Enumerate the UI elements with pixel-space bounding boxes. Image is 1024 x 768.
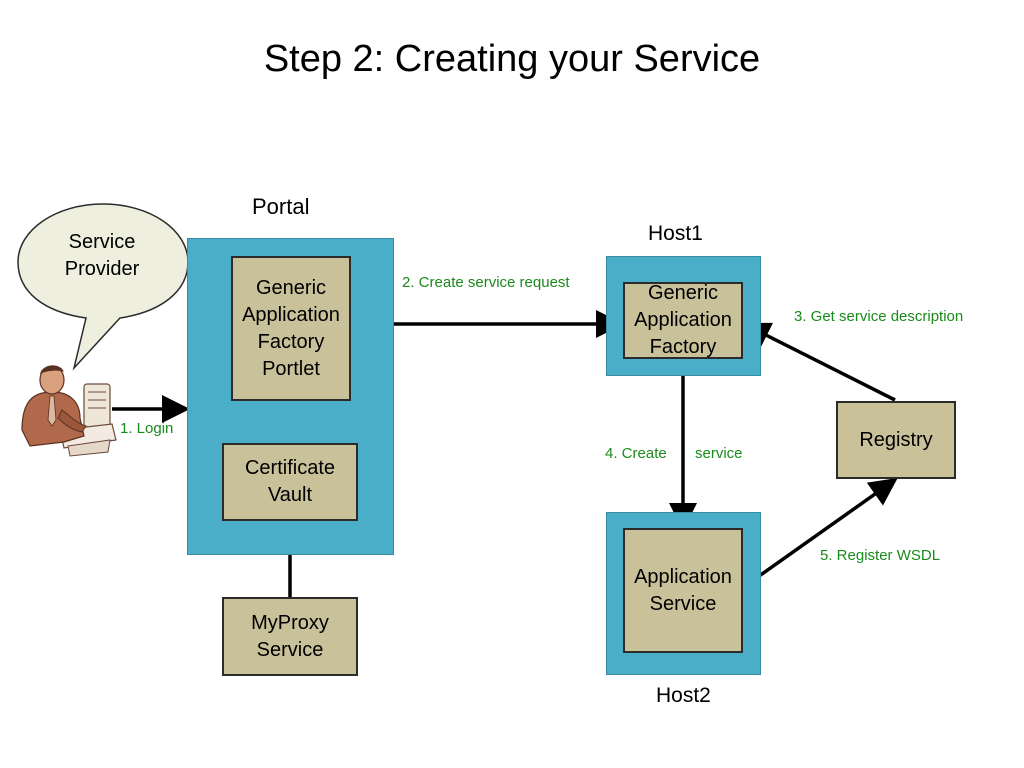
portal-factory-portlet: Generic Application Factory Portlet: [231, 256, 351, 401]
host2-label: Host2: [656, 684, 711, 707]
register-wsdl-arrow: [743, 477, 898, 588]
host1-factory: Generic Application Factory: [623, 282, 743, 359]
page-title: Step 2: Creating your Service: [263, 38, 761, 80]
registry: Registry: [836, 401, 956, 479]
step-create-service-label-a: 4. Create: [605, 445, 667, 462]
myproxy-service-label: MyProxy Service: [251, 611, 329, 661]
certificate-vault: Certificate Vault: [222, 443, 358, 521]
portal-label: Portal: [252, 194, 310, 219]
service-provider-person-icon: [21, 365, 117, 457]
step-register-wsdl-label: 5. Register WSDL: [820, 547, 941, 564]
registry-label: Registry: [859, 428, 933, 451]
portal-factory-portlet-label: Generic Application Factory Portlet: [242, 276, 340, 380]
speech-bubble: [17, 203, 189, 371]
step-create-service-label-b: service: [695, 445, 743, 462]
application-service-label: Application Service: [634, 565, 732, 615]
myproxy-service: MyProxy Service: [222, 597, 358, 676]
step-login-label: 1. Login: [120, 420, 174, 437]
step-get-description-label: 3. Get service description: [794, 308, 964, 325]
application-service: Application Service: [623, 528, 743, 653]
get-description-arrow: [741, 322, 896, 402]
host1-label: Host1: [648, 222, 703, 245]
certificate-vault-label: Certificate Vault: [244, 457, 336, 506]
host1-factory-label: Generic Application Factory: [634, 282, 732, 358]
service-provider-label: Service Provider: [64, 231, 140, 280]
step-create-request-label: 2. Create service request: [402, 274, 570, 291]
